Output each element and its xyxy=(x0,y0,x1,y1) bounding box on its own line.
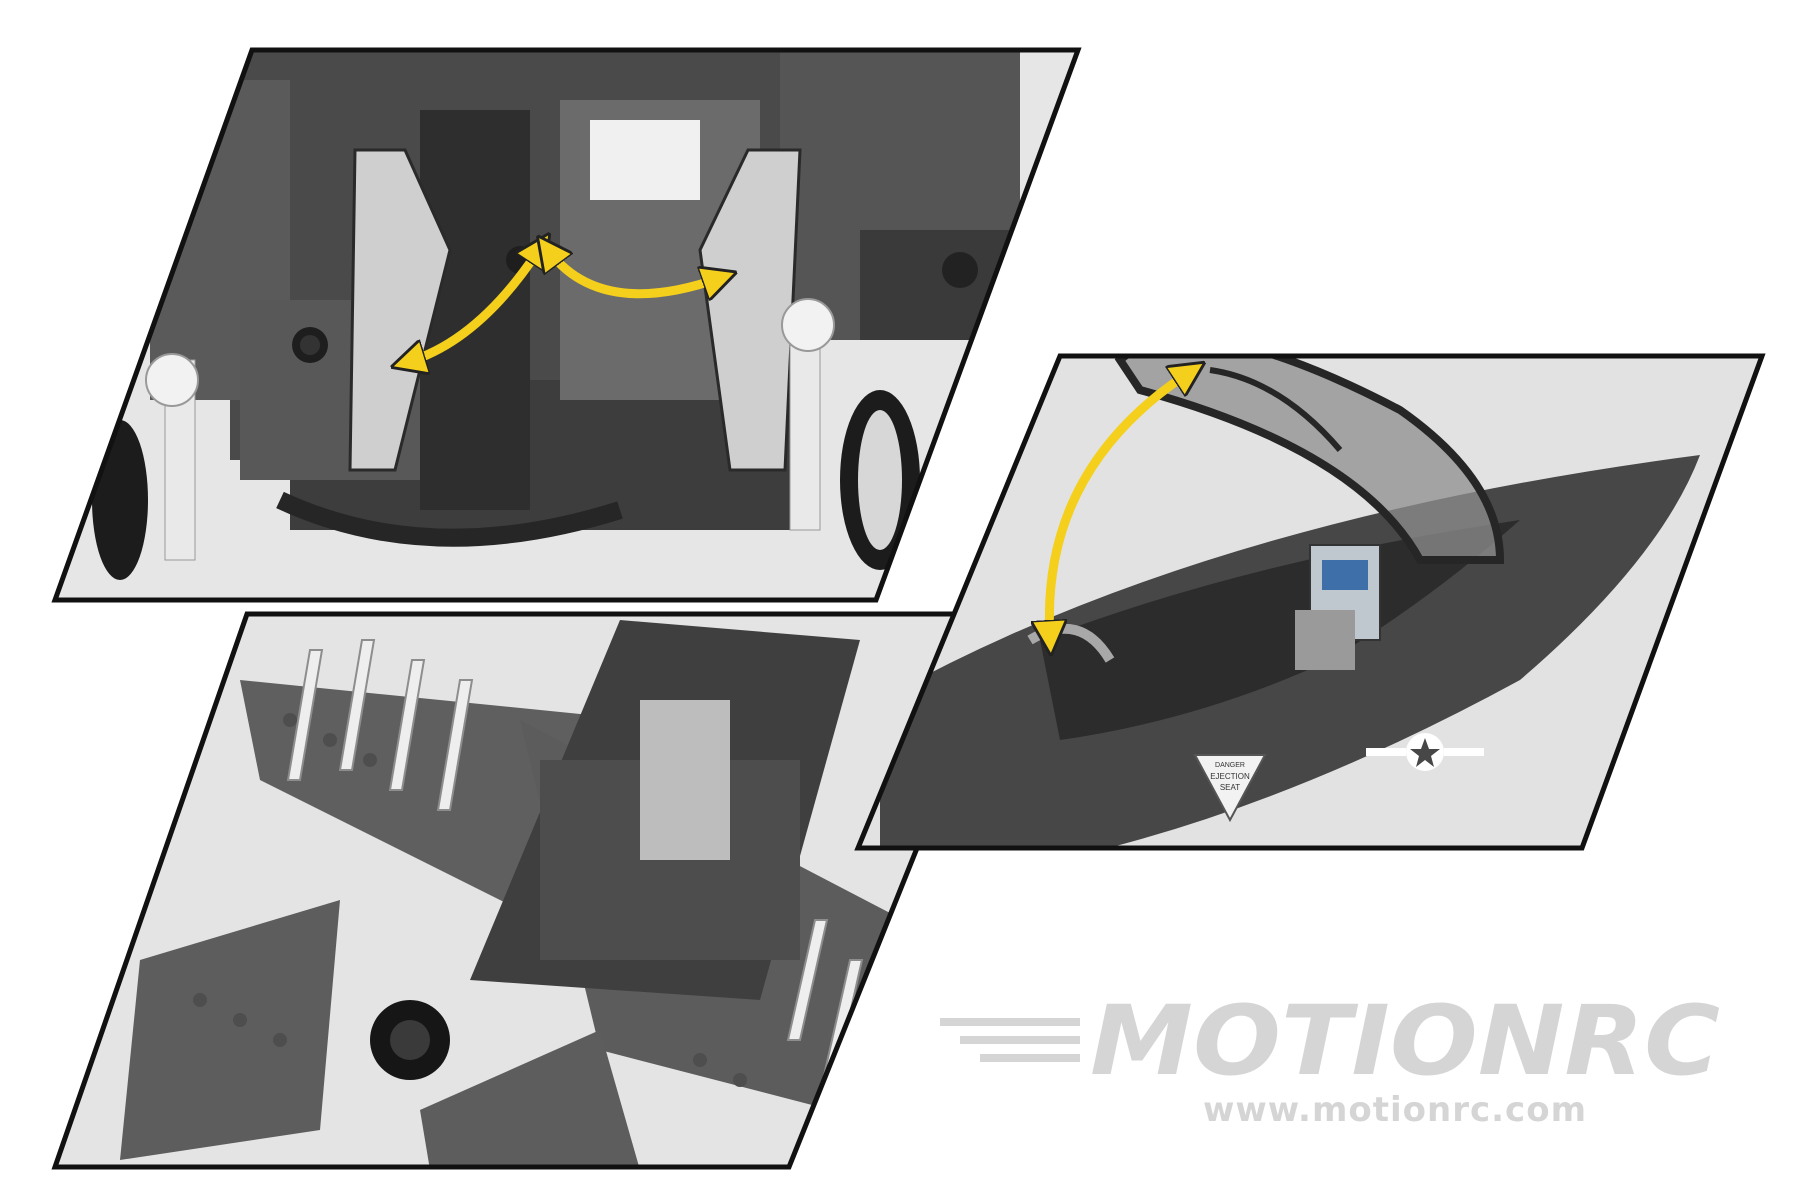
canopy-open-arrow xyxy=(1049,372,1190,638)
ejection-seat-decal: DANGER EJECTION SEAT xyxy=(1193,754,1267,823)
decal-line-2: EJECTION xyxy=(1210,772,1250,781)
underside-panel xyxy=(51,611,1015,1170)
roundel-insignia xyxy=(1366,733,1484,771)
door-open-arrow-left xyxy=(408,248,540,362)
landing-gear-panel xyxy=(51,47,1082,603)
motionrc-logo: MOTIONRC xyxy=(940,988,1720,1088)
decal-line-3: SEAT xyxy=(1220,783,1240,792)
decal-line-1: DANGER xyxy=(1215,762,1245,769)
door-open-arrow-right xyxy=(548,250,720,294)
right-gear xyxy=(781,298,920,570)
canopy xyxy=(1114,356,1505,564)
missiles-left-wing xyxy=(286,639,474,811)
cockpit-panel: DANGER EJECTION SEAT xyxy=(854,353,1766,851)
motionrc-logo-text: MOTIONRC xyxy=(1090,988,1720,1088)
motionrc-url: www.motionrc.com xyxy=(1202,1090,1587,1130)
